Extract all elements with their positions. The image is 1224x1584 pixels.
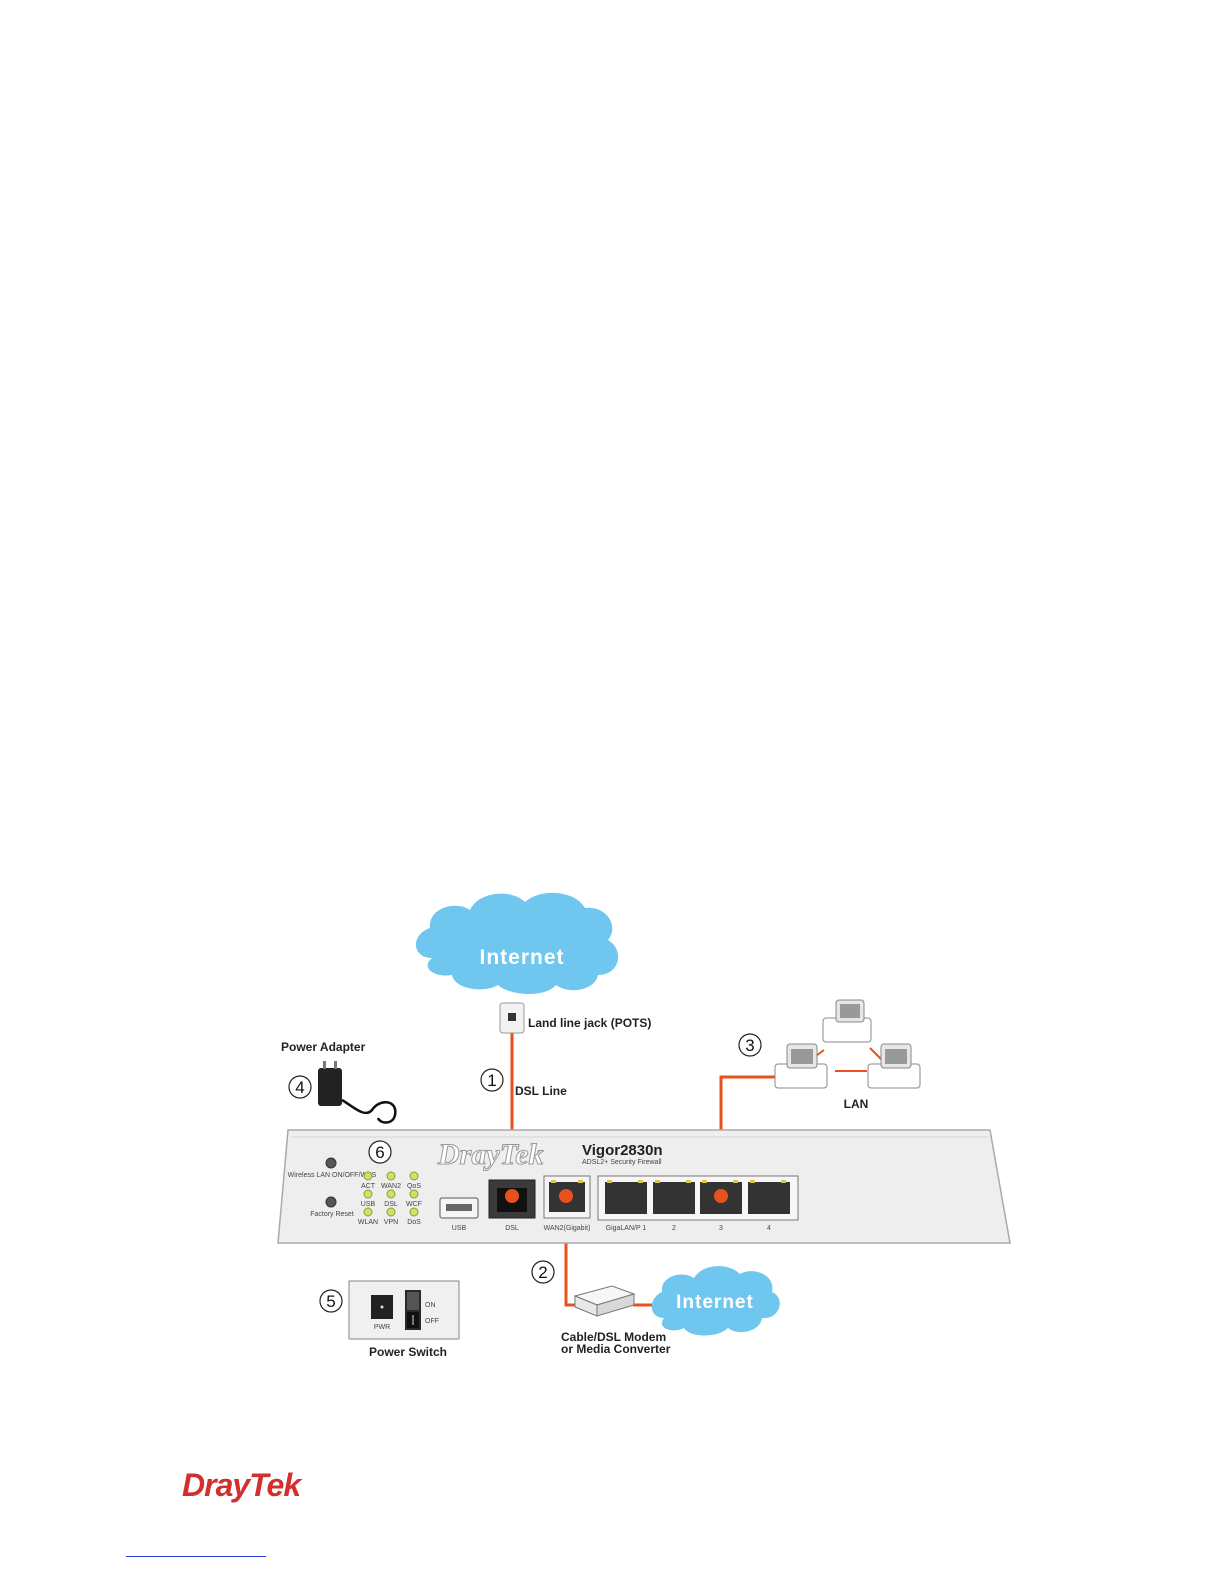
led-indicator bbox=[409, 1189, 419, 1199]
router-subtitle: ADSL2+ Security Firewall bbox=[582, 1159, 662, 1166]
power-switch-panel: PWR ON OFF bbox=[348, 1280, 460, 1340]
power-toggle-switch[interactable] bbox=[405, 1290, 421, 1330]
led-label: QoS bbox=[407, 1183, 421, 1190]
wan2-port-label: WAN2(Gigabit) bbox=[544, 1225, 591, 1232]
dsl-port[interactable] bbox=[488, 1179, 536, 1219]
svg-text:2: 2 bbox=[538, 1263, 547, 1282]
lan-port-2-label: 2 bbox=[672, 1225, 676, 1232]
wlan-button[interactable] bbox=[325, 1157, 337, 1169]
modem-label-line2: or Media Converter bbox=[561, 1342, 671, 1356]
pwr-label: PWR bbox=[374, 1324, 390, 1331]
callout-1: 1 bbox=[480, 1068, 504, 1092]
switch-off-label: OFF bbox=[425, 1318, 439, 1325]
led-indicator bbox=[363, 1171, 373, 1181]
modem-icon bbox=[573, 1285, 636, 1317]
led-label: WCF bbox=[406, 1201, 422, 1208]
led-label: DoS bbox=[407, 1219, 421, 1226]
land-line-jack: Land line jack (POTS) bbox=[499, 1002, 651, 1034]
pc-icon bbox=[867, 1043, 921, 1089]
led-indicator bbox=[363, 1189, 373, 1199]
svg-text:5: 5 bbox=[326, 1292, 335, 1311]
led-label: ACT bbox=[361, 1183, 376, 1190]
lan-port-3-label: 3 bbox=[719, 1225, 723, 1232]
footer-logo: DrayTek bbox=[182, 1467, 301, 1503]
internet-bottom-label: Internet bbox=[676, 1292, 754, 1313]
led-label: WAN2 bbox=[381, 1183, 401, 1190]
internet-cloud-bottom: Internet bbox=[651, 1266, 780, 1336]
led-indicator bbox=[409, 1171, 419, 1181]
callout-5: 5 bbox=[319, 1289, 343, 1313]
lan-port-4[interactable] bbox=[748, 1180, 790, 1214]
switch-on-label: ON bbox=[425, 1302, 436, 1309]
pc-icon bbox=[774, 1043, 828, 1089]
led-indicator bbox=[409, 1207, 419, 1217]
svg-text:6: 6 bbox=[375, 1143, 384, 1162]
lan-port-1[interactable] bbox=[605, 1180, 647, 1214]
lan-computers bbox=[774, 999, 921, 1089]
led-grid: ACT WAN2 QoS USB DSL WCF WLAN VPN DoS bbox=[358, 1171, 422, 1226]
factory-reset-button[interactable] bbox=[325, 1196, 337, 1208]
svg-text:3: 3 bbox=[745, 1036, 754, 1055]
factory-reset-label: Factory Reset bbox=[310, 1211, 354, 1218]
footer-link-underline[interactable] bbox=[126, 1556, 266, 1557]
usb-port[interactable] bbox=[439, 1197, 479, 1219]
led-label: DSL bbox=[384, 1201, 398, 1208]
led-indicator bbox=[386, 1207, 396, 1217]
power-switch-label: Power Switch bbox=[369, 1345, 447, 1359]
led-label: USB bbox=[361, 1201, 376, 1208]
callout-6: 6 bbox=[368, 1140, 392, 1164]
lan-port-1-label: GigaLAN/P 1 bbox=[606, 1225, 647, 1232]
internet-top-label: Internet bbox=[479, 946, 564, 969]
lan-port-3[interactable] bbox=[700, 1180, 742, 1214]
lan-label: LAN bbox=[844, 1097, 869, 1111]
internet-cloud-top: Internet bbox=[415, 892, 619, 995]
callout-2: 2 bbox=[531, 1260, 555, 1284]
power-adapter-label: Power Adapter bbox=[281, 1040, 366, 1054]
land-line-jack-label: Land line jack (POTS) bbox=[528, 1016, 651, 1030]
wlan-button-label: Wireless LAN ON/OFF/WPS bbox=[288, 1172, 377, 1179]
led-label: VPN bbox=[384, 1219, 398, 1226]
led-label: WLAN bbox=[358, 1219, 378, 1226]
lan-port-2[interactable] bbox=[653, 1180, 695, 1214]
led-indicator bbox=[386, 1189, 396, 1199]
router-model: Vigor2830n bbox=[582, 1142, 663, 1159]
svg-text:1: 1 bbox=[487, 1071, 496, 1090]
led-indicator bbox=[363, 1207, 373, 1217]
dsl-port-label: DSL bbox=[505, 1225, 519, 1232]
svg-text:4: 4 bbox=[295, 1078, 304, 1097]
router-brand-logo: DrayTek bbox=[437, 1138, 544, 1171]
callout-3: 3 bbox=[738, 1033, 762, 1057]
wan2-port[interactable] bbox=[543, 1175, 591, 1219]
dsl-line-label: DSL Line bbox=[515, 1084, 567, 1098]
lan-port-4-label: 4 bbox=[767, 1225, 771, 1232]
callout-4: 4 bbox=[288, 1075, 312, 1099]
router-front-panel: 6 DrayTek Vigor2830n ADSL2+ Security Fir… bbox=[277, 1129, 1011, 1244]
led-indicator bbox=[386, 1171, 396, 1181]
pc-icon bbox=[822, 999, 872, 1043]
usb-port-label: USB bbox=[452, 1225, 467, 1232]
power-adapter-icon bbox=[318, 1061, 397, 1124]
modem-label-line1: Cable/DSL Modem bbox=[561, 1330, 666, 1344]
